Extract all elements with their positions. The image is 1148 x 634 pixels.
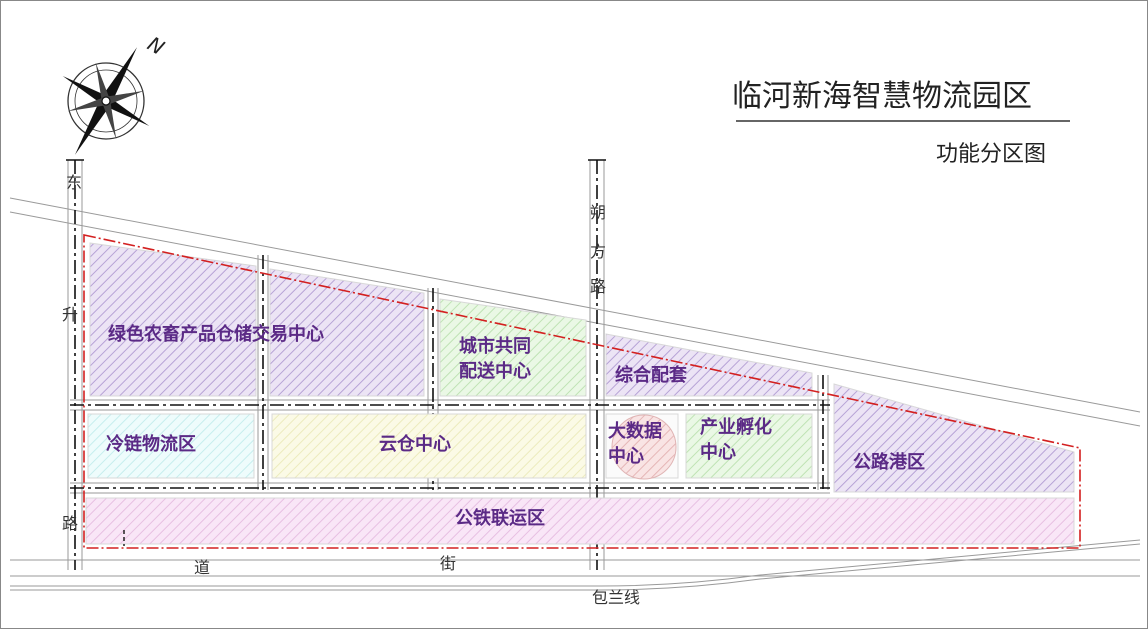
label-rail-road: 公铁联运区 [455, 507, 545, 529]
label-green-agri: 绿色农畜产品仓储交易中心 [108, 323, 324, 345]
road-label-shuofang-3: 路 [590, 277, 606, 296]
zone-incubator [685, 413, 813, 479]
label-incubator-1: 产业孵化 [700, 416, 772, 438]
zone-green-agri [89, 242, 257, 397]
label-cold-chain: 冷链物流区 [106, 433, 196, 455]
label-cloud: 云仓中心 [379, 433, 451, 455]
road-label-street-1: 道 [194, 558, 210, 577]
label-support: 综合配套 [615, 364, 687, 386]
label-bigdata-1: 大数据 [608, 420, 662, 442]
zone-city-distribution [439, 298, 587, 397]
zone-bigdata-circle [611, 414, 677, 480]
roads [9, 160, 1141, 591]
zone-rail-road [85, 497, 1075, 545]
road-label-shuofang-2: 方 [590, 242, 606, 261]
zone-support [605, 333, 813, 397]
label-bigdata-2: 中心 [608, 445, 644, 467]
zone-cloud-warehouse [271, 413, 587, 479]
road-label-dongsheng-1: 东 [66, 173, 82, 192]
road-label-dongsheng-3: 路 [62, 514, 78, 533]
road-label-shuofang-1: 朔 [590, 203, 606, 222]
rail-label-baolan: 包兰线 [592, 588, 640, 607]
label-incubator-2: 中心 [700, 441, 736, 463]
zones [85, 242, 1075, 545]
road-label-dongsheng-2: 升 [62, 305, 78, 324]
zone-cold-chain [87, 413, 255, 479]
compass-icon [62, 47, 150, 155]
map-title: 临河新海智慧物流园区 [732, 79, 1032, 114]
label-highway-port: 公路港区 [853, 451, 925, 473]
road-label-street-2: 街 [440, 554, 456, 573]
map-subtitle: 功能分区图 [936, 142, 1046, 167]
zone-green-agri-east [269, 268, 425, 397]
label-city-dist-1: 城市共同 [459, 335, 531, 357]
label-city-dist-2: 配送中心 [459, 360, 531, 382]
